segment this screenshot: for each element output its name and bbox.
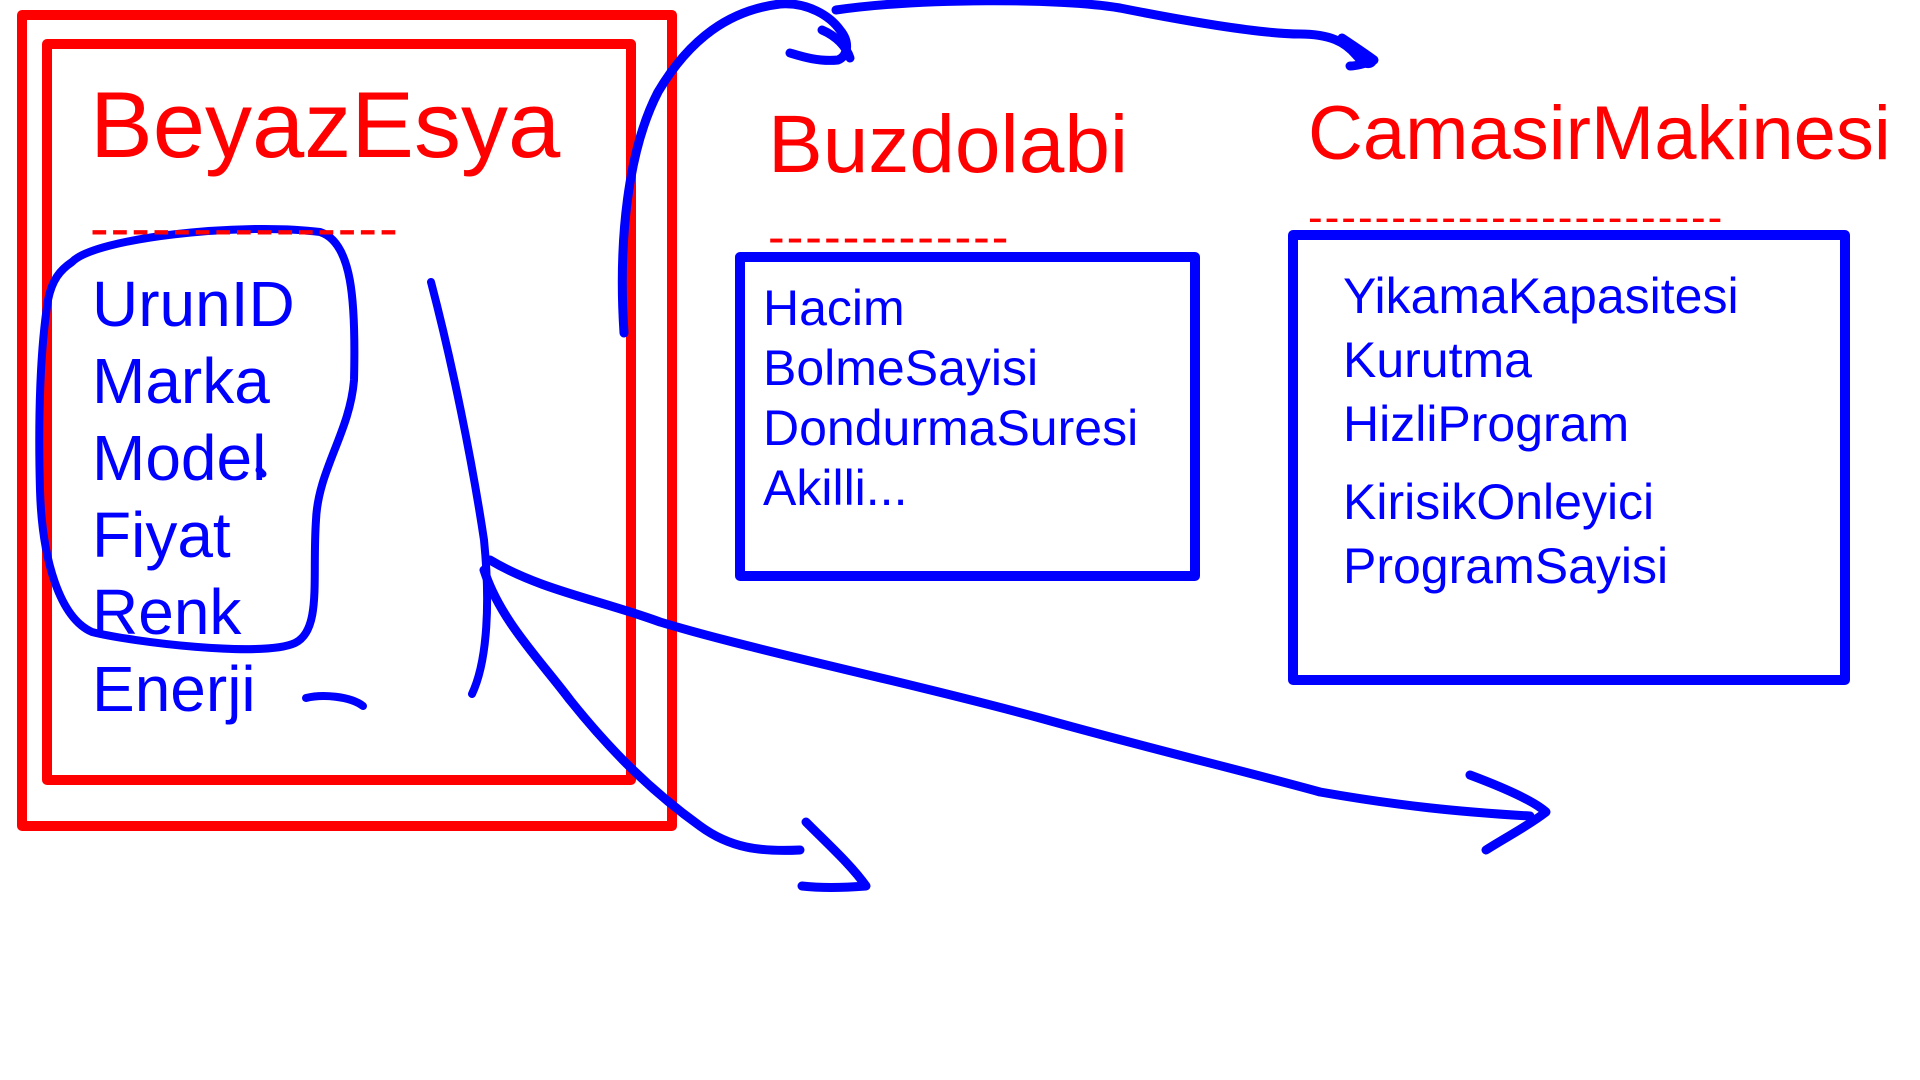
camasir-separator: -------------------------: [1308, 193, 1725, 242]
base-class-separator: ---------------: [90, 196, 400, 259]
base-class-attribute-list: UrunID Marka Model Fiyat Renk Enerji: [92, 266, 295, 728]
arrow-to-buzdolabi-head: [817, 25, 855, 63]
attribute-item: Fiyat: [92, 499, 231, 571]
model-ink-dot: [255, 466, 267, 478]
base-class-inner-frame: [42, 39, 636, 785]
arrow-to-camasir-top: [831, 0, 1377, 69]
attribute-item: Enerji: [92, 653, 256, 725]
attribute-item: YikamaKapasitesi: [1343, 268, 1739, 324]
base-class-title: BeyazEsya: [90, 72, 561, 177]
buzdolabi-attribute-list: Hacim BolmeSayisi DondurmaSuresi Akilli.…: [763, 278, 1138, 518]
arrow-bottom-right-head: [1465, 770, 1551, 855]
common-attributes-loop: [35, 225, 359, 654]
camasir-title: CamasirMakinesi: [1308, 91, 1891, 176]
camasir-attribute-list: YikamaKapasitesi Kurutma HizliProgram Ki…: [1343, 264, 1739, 598]
attribute-item: ProgramSayisi: [1343, 538, 1669, 594]
attribute-item: HizliProgram: [1343, 396, 1630, 452]
base-class-outer-frame: [17, 10, 677, 831]
attribute-item: KirisikOnleyici: [1343, 474, 1655, 530]
arrow-bottom-left-head: [797, 817, 871, 892]
attribute-item: DondurmaSuresi: [763, 400, 1139, 456]
attribute-item: Model: [92, 422, 267, 494]
enerji-ink-dash: [302, 692, 367, 710]
camasir-attribute-box: [1288, 230, 1850, 685]
arrow-to-camasir-head: [1337, 33, 1379, 71]
inheritance-stroke-vertical: [427, 278, 492, 698]
buzdolabi-title: Buzdolabi: [768, 99, 1129, 190]
arrow-bottom-left: [479, 565, 805, 855]
buzdolabi-attribute-box: [735, 252, 1200, 581]
attribute-item: Akilli...: [763, 460, 908, 516]
attribute-item: Marka: [92, 345, 270, 417]
attribute-item: Kurutma: [1343, 332, 1532, 388]
buzdolabi-separator: -------------: [768, 209, 1011, 265]
arrow-to-buzdolabi-top: [617, 0, 851, 338]
arrow-bottom-right: [485, 555, 1535, 821]
attribute-item: BolmeSayisi: [763, 340, 1039, 396]
attribute-item: Renk: [92, 576, 242, 648]
attribute-item: UrunID: [92, 268, 295, 340]
attribute-item: Hacim: [763, 280, 905, 336]
